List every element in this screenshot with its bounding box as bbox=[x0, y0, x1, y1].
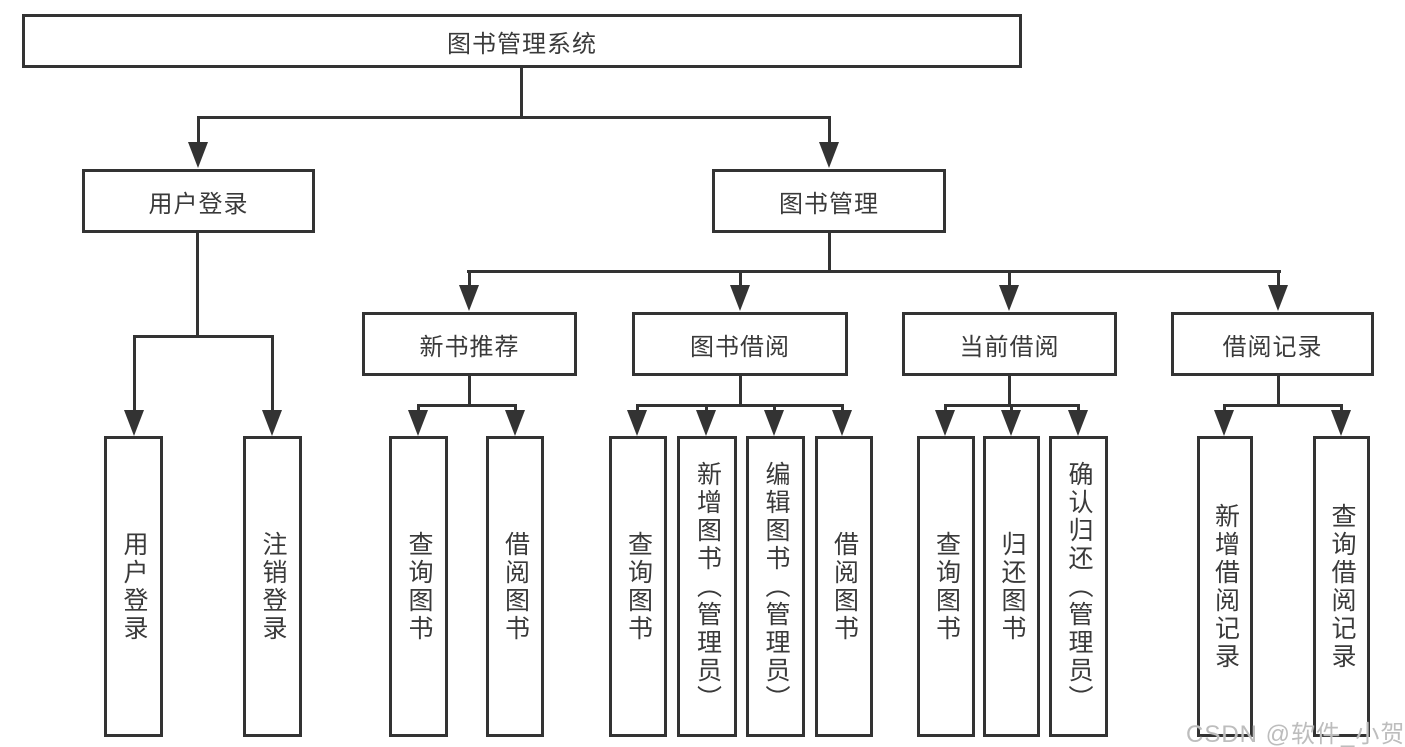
leaf-bb-edit-books-admin: 编辑图书（管理员） bbox=[746, 436, 805, 737]
connector-arrow-br-add-line bbox=[1223, 404, 1226, 414]
node-user-login-label: 用户登录 bbox=[148, 190, 249, 218]
arrowhead-leaf-login bbox=[124, 410, 144, 436]
connector-arrow-bb-borrow-line bbox=[841, 404, 844, 414]
leaf-logout: 注销登录 bbox=[243, 436, 302, 737]
connector-user-login-bar bbox=[133, 335, 274, 338]
leaf-br-query-record: 查询借阅记录 bbox=[1313, 436, 1370, 737]
node-borrow-record: 借阅记录 bbox=[1171, 312, 1374, 376]
leaf-br-add-record: 新增借阅记录 bbox=[1197, 436, 1253, 737]
node-book-mgmt: 图书管理 bbox=[712, 169, 946, 233]
connector-arrow-borrow-record-line bbox=[1277, 270, 1280, 288]
arrowhead-nb-borrow bbox=[505, 410, 525, 436]
leaf-bb-borrow-books: 借阅图书 bbox=[815, 436, 873, 737]
connector-book-mgmt-stem bbox=[828, 233, 831, 272]
arrowhead-leaf-logout bbox=[262, 410, 282, 436]
leaf-cb-return-books: 归还图书 bbox=[983, 436, 1040, 737]
arrowhead-book-borrow bbox=[730, 285, 750, 311]
arrowhead-cb-confirm bbox=[1068, 410, 1088, 436]
node-book-borrow: 图书借阅 bbox=[632, 312, 848, 376]
node-book-mgmt-label: 图书管理 bbox=[779, 190, 879, 218]
connector-arrow-nb-borrow-line bbox=[514, 404, 517, 414]
leaf-bb-add-books-admin-label: 新增图书（管理员） bbox=[693, 460, 722, 713]
connector-level3-bar bbox=[467, 270, 1281, 273]
connector-arrow-nb-query-line bbox=[417, 404, 420, 414]
node-root-system: 图书管理系统 bbox=[22, 14, 1022, 68]
connector-new-book-stem bbox=[468, 376, 471, 406]
connector-arrow-bb-add-line bbox=[705, 404, 708, 414]
arrowhead-new-book bbox=[459, 285, 479, 311]
node-current-borrow-label: 当前借阅 bbox=[959, 333, 1060, 361]
connector-new-book-bar bbox=[417, 404, 517, 407]
leaf-user-login-label: 用户登录 bbox=[120, 530, 148, 643]
leaf-bb-query-books-label: 查询图书 bbox=[624, 530, 653, 643]
node-current-borrow: 当前借阅 bbox=[902, 312, 1117, 376]
leaf-br-query-record-label: 查询借阅记录 bbox=[1328, 502, 1356, 671]
connector-arrow-current-borrow-line bbox=[1008, 270, 1011, 288]
leaf-cb-confirm-return-admin-label: 确认归还（管理员） bbox=[1065, 460, 1093, 713]
connector-book-borrow-stem bbox=[739, 376, 742, 406]
connector-arrow-cb-query-line bbox=[944, 404, 947, 414]
csdn-watermark: CSDN @软件_小贺同学 bbox=[1186, 721, 1405, 747]
arrowhead-user-login bbox=[188, 142, 208, 168]
connector-current-borrow-stem bbox=[1008, 376, 1011, 406]
connector-arrow-bb-edit-line bbox=[773, 404, 776, 414]
connector-arrow-br-query-line bbox=[1340, 404, 1343, 414]
leaf-cb-query-books-label: 查询图书 bbox=[932, 530, 961, 643]
leaf-bb-add-books-admin: 新增图书（管理员） bbox=[677, 436, 737, 737]
arrowhead-current-borrow bbox=[999, 285, 1019, 311]
connector-arrow-cb-confirm-line bbox=[1077, 404, 1080, 414]
connector-arrow-bb-query-line bbox=[636, 404, 639, 414]
arrowhead-bb-borrow bbox=[832, 410, 852, 436]
node-new-book-label: 新书推荐 bbox=[419, 333, 520, 361]
leaf-cb-confirm-return-admin: 确认归还（管理员） bbox=[1049, 436, 1108, 737]
arrowhead-nb-query bbox=[408, 410, 428, 436]
arrowhead-borrow-record bbox=[1268, 285, 1288, 311]
leaf-cb-return-books-label: 归还图书 bbox=[998, 530, 1026, 643]
leaf-br-add-record-label: 新增借阅记录 bbox=[1211, 502, 1240, 671]
node-user-login: 用户登录 bbox=[82, 169, 315, 233]
leaf-nb-borrow-books-label: 借阅图书 bbox=[501, 530, 530, 643]
connector-arrow-user-login-line bbox=[197, 116, 200, 144]
arrowhead-bb-query bbox=[627, 410, 647, 436]
node-root-label: 图书管理系统 bbox=[447, 30, 597, 58]
leaf-nb-query-books-label: 查询图书 bbox=[405, 530, 433, 643]
arrowhead-bb-add bbox=[696, 410, 716, 436]
connector-arrow-leaf-logout-line bbox=[271, 335, 274, 413]
leaf-nb-query-books: 查询图书 bbox=[389, 436, 448, 737]
connector-root-stem bbox=[520, 68, 523, 118]
connector-level2-bar bbox=[197, 116, 831, 119]
node-book-borrow-label: 图书借阅 bbox=[690, 333, 790, 361]
connector-arrow-book-borrow-line bbox=[739, 270, 742, 288]
connector-arrow-book-mgmt-line bbox=[828, 116, 831, 144]
leaf-nb-borrow-books: 借阅图书 bbox=[486, 436, 544, 737]
connector-book-borrow-bar bbox=[636, 404, 844, 407]
leaf-bb-edit-books-admin-label: 编辑图书（管理员） bbox=[762, 460, 790, 713]
leaf-bb-query-books: 查询图书 bbox=[609, 436, 667, 737]
connector-borrow-record-stem bbox=[1277, 376, 1280, 406]
connector-user-login-stem bbox=[196, 233, 199, 337]
node-new-book: 新书推荐 bbox=[362, 312, 577, 376]
leaf-logout-label: 注销登录 bbox=[259, 530, 287, 643]
arrowhead-br-query bbox=[1331, 410, 1351, 436]
connector-arrow-cb-return-line bbox=[1010, 404, 1013, 414]
arrowhead-br-add bbox=[1214, 410, 1234, 436]
arrowhead-cb-query bbox=[935, 410, 955, 436]
leaf-cb-query-books: 查询图书 bbox=[917, 436, 975, 737]
leaf-bb-borrow-books-label: 借阅图书 bbox=[830, 530, 859, 643]
connector-arrow-leaf-login-line bbox=[133, 335, 136, 413]
leaf-user-login: 用户登录 bbox=[104, 436, 163, 737]
arrowhead-bb-edit bbox=[764, 410, 784, 436]
node-borrow-record-label: 借阅记录 bbox=[1222, 333, 1323, 361]
connector-borrow-record-bar bbox=[1223, 404, 1343, 407]
arrowhead-book-mgmt bbox=[819, 142, 839, 168]
arrowhead-cb-return bbox=[1001, 410, 1021, 436]
connector-arrow-new-book-line bbox=[468, 270, 471, 288]
